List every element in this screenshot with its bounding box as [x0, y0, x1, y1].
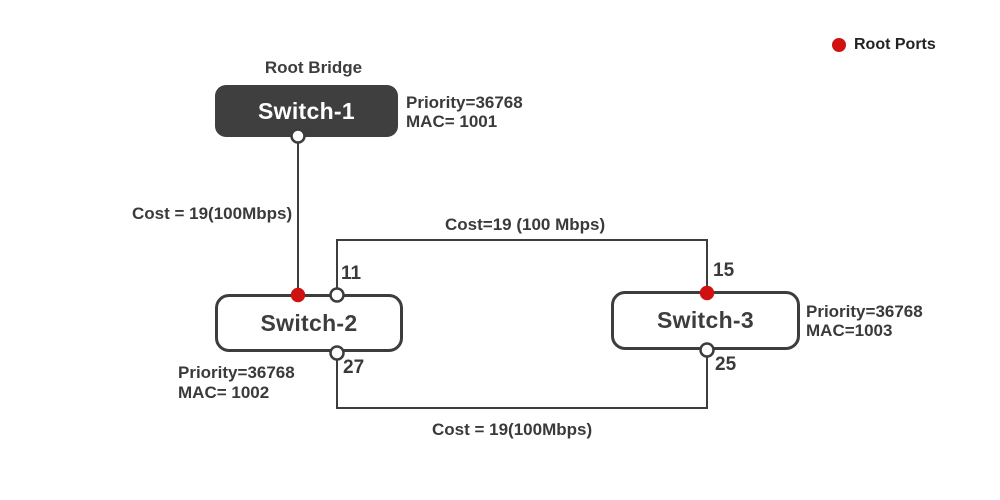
root-bridge-caption: Root Bridge	[264, 58, 363, 77]
node-switch-2: Switch-2	[215, 294, 403, 352]
cost-label-s1-s2: Cost = 19(100Mbps)	[132, 204, 293, 223]
switch-1-mac: MAC= 1001	[406, 112, 498, 131]
node-switch-3: Switch-3	[611, 291, 800, 350]
switch-1-priority: Priority=36768	[406, 93, 523, 112]
cost-label-s2-s3-bottom: Cost = 19(100Mbps)	[432, 420, 593, 439]
switch-1-info: Priority=36768 MAC= 1001	[406, 93, 523, 131]
link-s2-s3-top-line	[336, 239, 708, 293]
switch-2-mac: MAC= 1002	[178, 383, 270, 402]
switch-2-priority: Priority=36768	[178, 363, 295, 382]
port-label-11: 11	[341, 263, 362, 284]
legend-root-ports: Root Ports	[832, 36, 936, 54]
switch-3-info: Priority=36768 MAC=1003	[806, 302, 923, 340]
root-port-icon	[832, 38, 846, 52]
switch-1-label: Switch-1	[258, 97, 355, 124]
cost-label-s2-s3-top: Cost=19 (100 Mbps)	[445, 215, 606, 234]
port-label-15: 15	[713, 260, 735, 281]
switch-3-mac: MAC=1003	[806, 321, 893, 340]
node-switch-1: Switch-1	[215, 85, 398, 137]
port-label-27: 27	[343, 357, 365, 378]
switch-2-label: Switch-2	[260, 309, 358, 336]
switch-2-info: Priority=36768 MAC= 1002	[178, 363, 295, 403]
switch-3-priority: Priority=36768	[806, 302, 923, 321]
link-s2-s3-bottom-line	[336, 352, 708, 409]
legend-label: Root Ports	[854, 36, 936, 53]
switch-3-label: Switch-3	[657, 307, 754, 333]
port-label-25: 25	[715, 354, 737, 375]
